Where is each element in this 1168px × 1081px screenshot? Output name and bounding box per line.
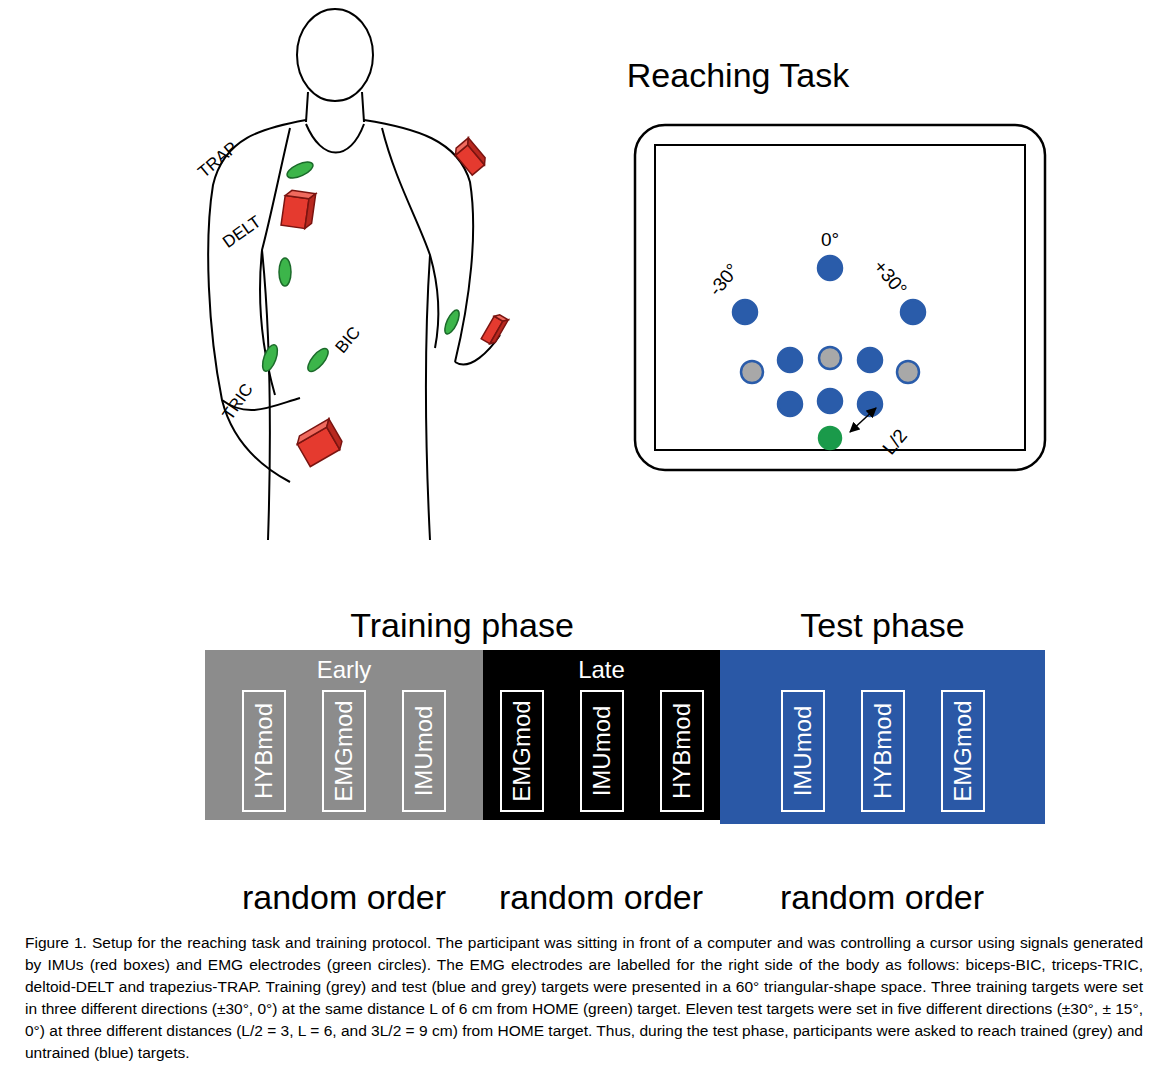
shirt-right-edge: [382, 128, 430, 540]
phase-band: Test phaseIMUmodHYBmodEMGmod: [720, 650, 1045, 824]
test-target: [858, 348, 882, 372]
emg-electrode: [279, 258, 291, 286]
left-arm-inner: [430, 255, 438, 348]
test-target: [778, 348, 802, 372]
emg-electrode: [285, 159, 315, 182]
targets: [733, 256, 925, 449]
phase-band: LateEMGmod IMUmod HYBmod: [483, 650, 720, 820]
model-label: EMGmod: [508, 700, 536, 801]
training-target: [819, 347, 841, 369]
model-box: EMGmod: [322, 690, 366, 812]
model-box: HYBmod: [242, 690, 286, 812]
model-label: HYBmod: [869, 703, 897, 799]
phase-label: random order: [234, 878, 454, 917]
model-box: IMUmod: [580, 690, 624, 812]
band-label: Late: [578, 656, 625, 684]
test-target: [818, 389, 842, 413]
imu-box: [452, 138, 488, 175]
phase-band: EarlyHYBmod EMGmod IMUmod: [205, 650, 483, 820]
model-box: EMGmod: [500, 690, 544, 812]
model-label: IMUmod: [588, 706, 616, 797]
model-box: HYBmod: [861, 690, 905, 812]
phase-label: random order: [772, 878, 992, 917]
emg-electrode: [442, 308, 462, 336]
emg-electrodes: [260, 159, 462, 375]
model-box: IMUmod: [781, 690, 825, 812]
test-target: [778, 392, 802, 416]
home-target: [819, 427, 841, 449]
neck: [306, 92, 364, 122]
shirt-neckline: [306, 124, 364, 153]
phase-label: Training phase: [350, 606, 574, 645]
training-target: [897, 361, 919, 383]
imu-sensors: [281, 138, 508, 467]
electrode-label: BIC: [331, 323, 364, 357]
imu-box: [481, 313, 508, 346]
model-label: EMGmod: [949, 700, 977, 801]
imu-box: [281, 190, 316, 230]
model-box: HYBmod: [660, 690, 704, 812]
model-label: HYBmod: [250, 703, 278, 799]
band-label: Early: [317, 656, 372, 684]
task-label: Reaching Task: [627, 56, 849, 95]
model-label: HYBmod: [668, 703, 696, 799]
figure-caption: Figure 1. Setup for the reaching task an…: [25, 932, 1143, 1064]
training-target: [741, 361, 763, 383]
test-target: [901, 300, 925, 324]
model-box: IMUmod: [402, 690, 446, 812]
electrode-label: TRAP: [194, 138, 241, 182]
model-box: EMGmod: [941, 690, 985, 812]
task-label: 0°: [821, 229, 839, 251]
distance-arrow: [850, 408, 876, 432]
person-figure: [208, 9, 500, 540]
monitor-screen: [655, 145, 1025, 450]
emg-electrode: [260, 343, 281, 373]
test-target: [858, 392, 882, 416]
monitor-frame: [635, 125, 1045, 470]
electrode-label: DELT: [219, 212, 265, 252]
electrode-label: TRIC: [219, 380, 258, 424]
imu-box: [294, 419, 345, 467]
phase-heading: Test phase: [800, 606, 964, 645]
shirt-left-edge: [262, 128, 290, 540]
test-target: [818, 256, 842, 280]
model-label: EMGmod: [330, 700, 358, 801]
model-label: IMUmod: [789, 706, 817, 797]
emg-electrode: [304, 345, 331, 374]
model-label: IMUmod: [410, 706, 438, 797]
head: [297, 9, 373, 101]
test-target: [733, 300, 757, 324]
phase-label: random order: [491, 878, 711, 917]
